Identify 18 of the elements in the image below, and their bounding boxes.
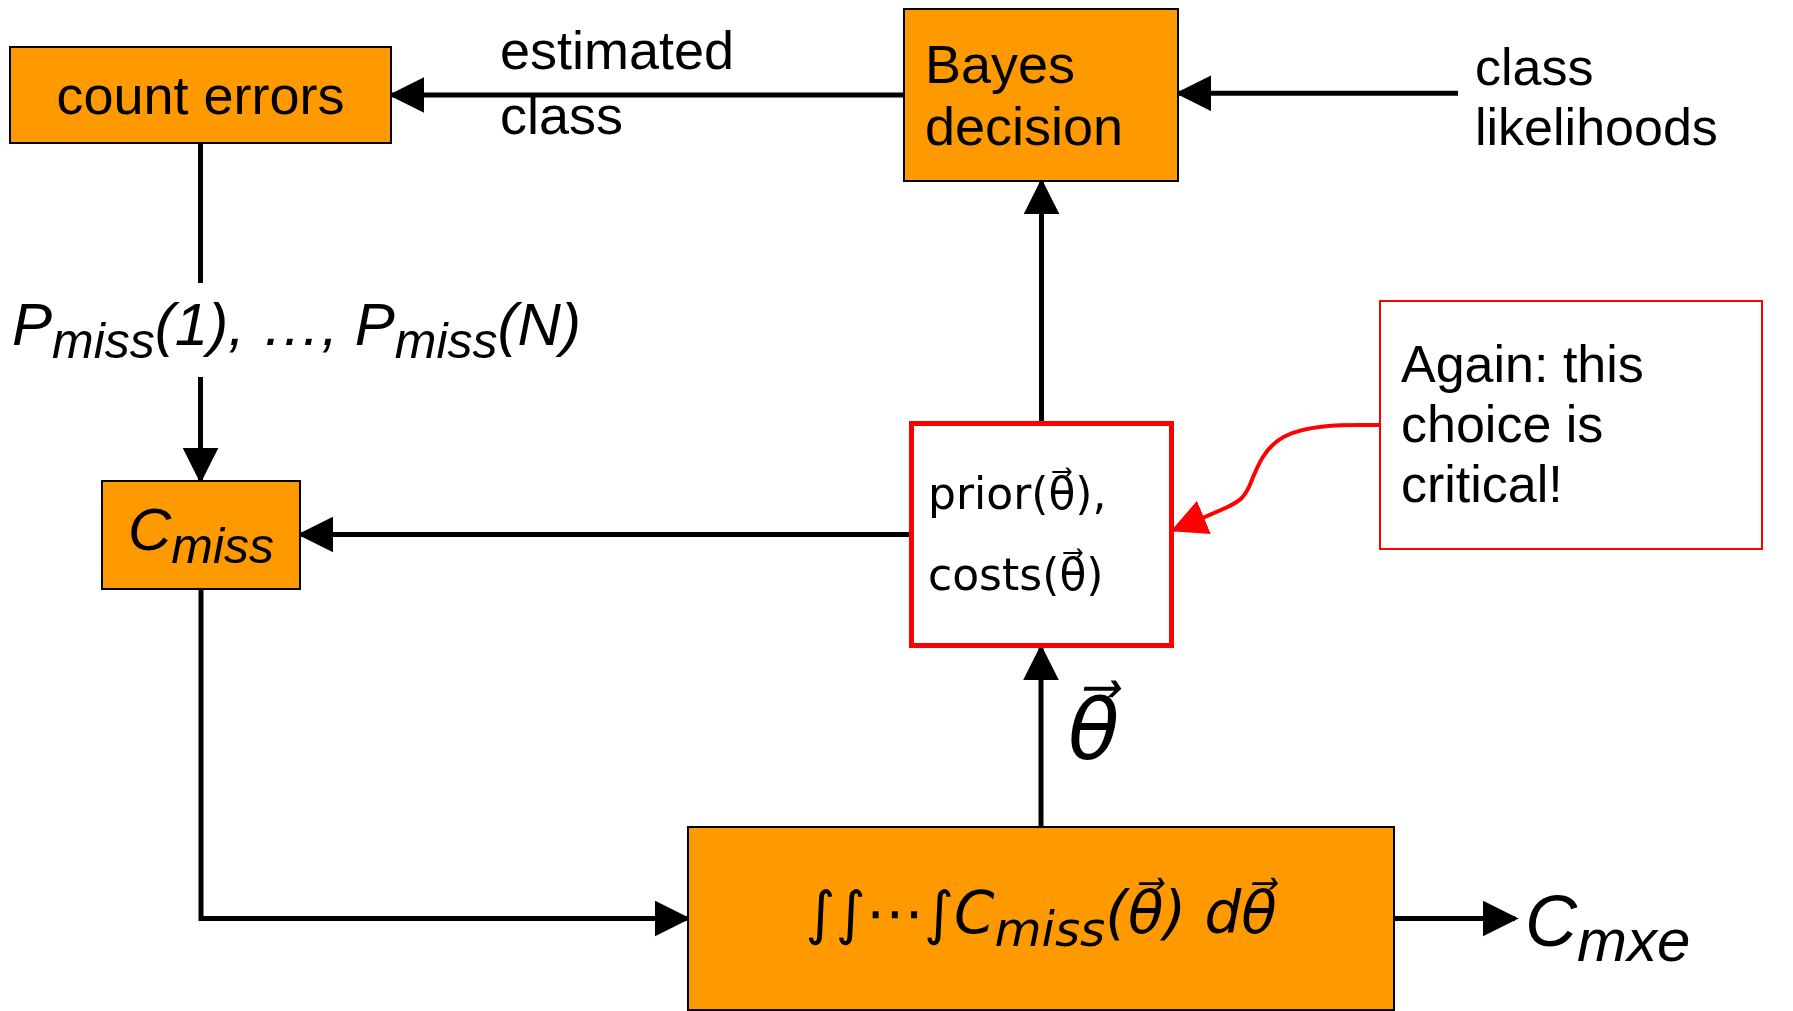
box-label: Bayes decision <box>925 32 1125 158</box>
note-box <box>1379 300 1763 550</box>
output-label: C$_{mxe}$ <box>1525 870 1785 980</box>
box-label: Again: this choice is critical! <box>1401 335 1645 515</box>
input-label: class likelihoods <box>1475 28 1791 164</box>
process-box <box>903 8 1179 182</box>
edge-label: estimated class <box>500 19 736 147</box>
process-box <box>101 480 301 590</box>
arrow <box>1395 900 1519 937</box>
edge-label: θ⃗ <box>1068 680 1122 781</box>
integral-box <box>687 826 1395 1011</box>
formula-text: costs(θ⃗) <box>928 549 1105 601</box>
formula-text: prior(θ⃗), <box>928 468 1108 520</box>
process-box <box>9 46 392 144</box>
box-label: count errors <box>55 63 346 127</box>
parameter-box <box>909 421 1174 648</box>
formula-text: ∫∫⋯∫C$_{miss}$(θ⃗) dθ⃗ <box>804 879 1279 958</box>
box-label: C$_{miss}$ <box>126 494 276 576</box>
